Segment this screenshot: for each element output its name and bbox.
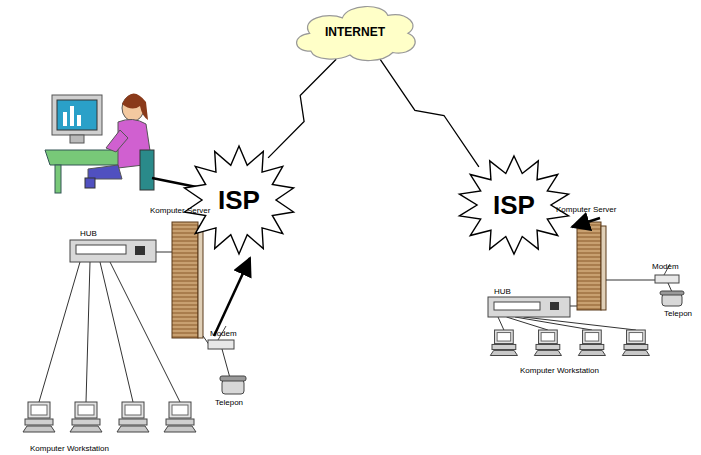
device-label: Telepon: [664, 309, 692, 318]
device-label: HUB: [80, 229, 97, 238]
workstation-pc: [507, 317, 562, 356]
isp-label: ISP: [493, 190, 535, 221]
uplink-arrow: [214, 258, 250, 336]
uplink-arrow: [572, 218, 600, 227]
isp-starburst: ISP: [183, 146, 295, 254]
device-label: Komputer Server: [556, 205, 616, 214]
isp-label: ISP: [218, 185, 260, 216]
device-label: Telepon: [215, 398, 243, 407]
workstation-pc: [23, 262, 80, 432]
cloud-label: INTERNET: [325, 25, 385, 39]
user-figure: [45, 93, 154, 193]
device-label: Modem: [210, 329, 237, 338]
device-label: HUB: [494, 287, 511, 296]
workstation-pc: [515, 317, 606, 356]
device-label: Komputer Workstation: [520, 366, 599, 375]
device-label: Komputer Workstation: [30, 444, 109, 453]
internet-cloud: INTERNET: [292, 0, 418, 64]
workstation-pc: [70, 262, 102, 432]
device-label: Modem: [652, 262, 679, 271]
wireless-link: [268, 59, 336, 158]
workstation-pc: [100, 262, 149, 432]
isp-starburst: ISP: [458, 156, 570, 254]
workstation-pc: [490, 317, 517, 356]
workstation-pc: [524, 317, 650, 356]
wireless-link: [380, 59, 479, 167]
left-lan: [23, 222, 246, 432]
device-label: Komputer Server: [150, 206, 210, 215]
